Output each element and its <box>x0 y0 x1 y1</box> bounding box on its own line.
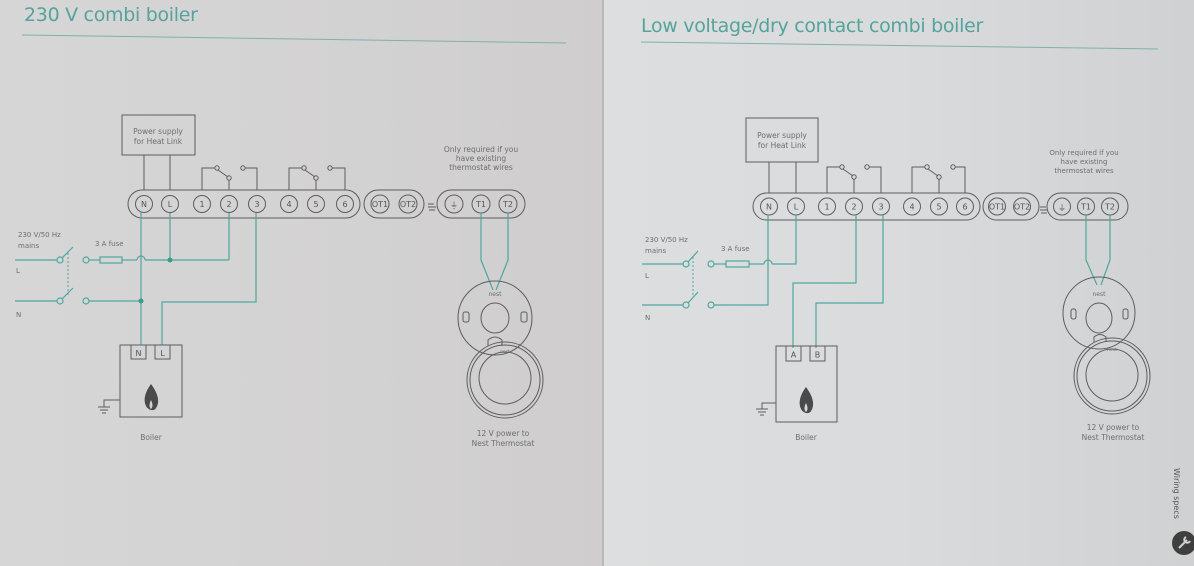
terminal-OT1: OT1 <box>989 203 1005 212</box>
heatlink-terminals: N L 1 2 3 4 5 6 <box>135 195 354 213</box>
terminal-6: 6 <box>962 203 967 212</box>
junction-dot <box>167 257 173 263</box>
title-underline-left <box>21 34 567 44</box>
thermostat-caption-1: 12 V power to <box>1087 423 1140 432</box>
power-supply-label-1: Power supply <box>757 131 807 140</box>
power-supply-label-2: for Heat Link <box>134 137 183 146</box>
thermostat-terminal-strip <box>1046 192 1129 221</box>
mains-label-1: 230 V/50 Hz <box>645 236 688 244</box>
terminal-T1: T1 <box>1080 203 1091 212</box>
nest-logo: nest <box>489 291 503 298</box>
terminal-2: 2 <box>851 203 856 212</box>
flame-icon <box>144 384 159 411</box>
mains-label-2: mains <box>645 247 666 255</box>
neutral-label: N <box>645 314 650 322</box>
boiler-terminal-A: A <box>791 351 797 360</box>
flame-icon <box>799 387 814 414</box>
terminal-L: L <box>794 203 799 212</box>
terminal-5: 5 <box>936 203 941 212</box>
heatlink-terminals: N L 1 2 3 4 5 6 <box>760 197 974 216</box>
page-title-right: Low voltage/dry contact combi boiler <box>641 15 984 37</box>
thermostat-caption-1: 12 V power to <box>477 429 530 438</box>
relay-switch-2 <box>288 165 346 190</box>
thermostat-caption-2: Nest Thermostat <box>1082 433 1145 442</box>
terminal-3: 3 <box>254 200 259 209</box>
terminal-2: 2 <box>226 200 231 209</box>
opentherm-terminal-strip <box>363 189 425 219</box>
heatlink-terminal-strip <box>127 189 361 219</box>
terminal-1: 1 <box>824 203 829 212</box>
boiler-earth-icon <box>756 402 776 416</box>
terminal-3: 3 <box>878 203 883 212</box>
terminal-earth: ⏚ <box>1058 204 1066 213</box>
boiler-earth-icon <box>98 399 120 414</box>
earth-link-icon <box>428 203 436 211</box>
terminal-OT1: OT1 <box>372 200 388 209</box>
terminal-L: L <box>168 200 173 209</box>
nest-thermostat <box>1062 276 1151 415</box>
earth-link-icon <box>1040 206 1048 214</box>
mains-label-1: 230 V/50 Hz <box>18 231 61 239</box>
mains-label-2: mains <box>18 242 39 250</box>
terminal-OT2: OT2 <box>1014 203 1030 212</box>
terminal-4: 4 <box>286 200 291 209</box>
junction-dot <box>138 298 144 304</box>
terminal-N: N <box>141 200 147 209</box>
mains-wiring <box>642 215 884 348</box>
diagram-low-voltage-combi: Power supply for Heat Link N L 1 <box>642 117 1151 442</box>
nest-thermostat <box>457 280 544 419</box>
page-title-left: 230 V combi boiler <box>24 4 198 26</box>
terminal-N: N <box>766 203 772 212</box>
book-spine <box>602 0 604 566</box>
thermostat-wiring <box>480 213 509 291</box>
thermostat-note-1: Only required if you <box>1049 149 1118 157</box>
boiler-box <box>775 345 838 423</box>
mains-wiring <box>15 213 257 345</box>
nest-logo: nest <box>1093 291 1107 298</box>
side-tab-label: Wiring specs <box>1172 468 1181 519</box>
thermostat-note-3: thermostat wires <box>1054 167 1114 175</box>
nest-logo-display: nest <box>1107 347 1117 353</box>
relay-switch-1 <box>201 165 258 190</box>
relay-switch-1 <box>826 164 882 193</box>
thermostat-note-2: have existing <box>1061 158 1108 166</box>
terminal-earth: ⏚ <box>450 201 458 210</box>
terminal-1: 1 <box>199 200 204 209</box>
relay-switch-2 <box>911 164 966 193</box>
page-left <box>0 0 603 566</box>
line-label: L <box>16 267 20 275</box>
nest-logo-display: nest <box>500 349 510 355</box>
heatlink-terminal-strip <box>752 192 981 221</box>
thermostat-note-1: Only required if you <box>444 145 519 154</box>
fuse-label: 3 A fuse <box>721 245 750 253</box>
line-label: L <box>645 272 649 280</box>
thermostat-note-3: thermostat wires <box>449 163 513 172</box>
boiler-terminal-N: N <box>136 349 142 358</box>
terminal-6: 6 <box>342 200 347 209</box>
power-supply-label-1: Power supply <box>133 127 183 136</box>
boiler-box <box>119 344 183 418</box>
power-supply-label-2: for Heat Link <box>758 141 807 150</box>
thermostat-caption-2: Nest Thermostat <box>472 439 535 448</box>
boiler-label: Boiler <box>140 433 163 442</box>
terminal-T2: T2 <box>502 200 513 209</box>
boiler-terminal-L: L <box>160 349 165 358</box>
terminal-T1: T1 <box>475 200 486 209</box>
wrench-icon <box>1172 531 1194 555</box>
diagram-230v-combi: Power supply for Heat Link N <box>15 114 544 448</box>
boiler-terminal-B: B <box>815 351 821 360</box>
title-underline-right <box>640 41 1159 50</box>
terminal-4: 4 <box>909 203 914 212</box>
fuse-label: 3 A fuse <box>95 240 124 248</box>
power-supply-box <box>745 117 819 163</box>
terminal-T2: T2 <box>1104 203 1115 212</box>
neutral-label: N <box>16 311 21 319</box>
thermostat-wiring <box>1085 215 1111 286</box>
power-supply-box <box>121 114 196 156</box>
terminal-5: 5 <box>313 200 318 209</box>
boiler-label: Boiler <box>795 433 818 442</box>
thermostat-note-2: have existing <box>456 154 506 163</box>
terminal-OT2: OT2 <box>400 200 416 209</box>
opentherm-terminal-strip <box>982 192 1040 221</box>
